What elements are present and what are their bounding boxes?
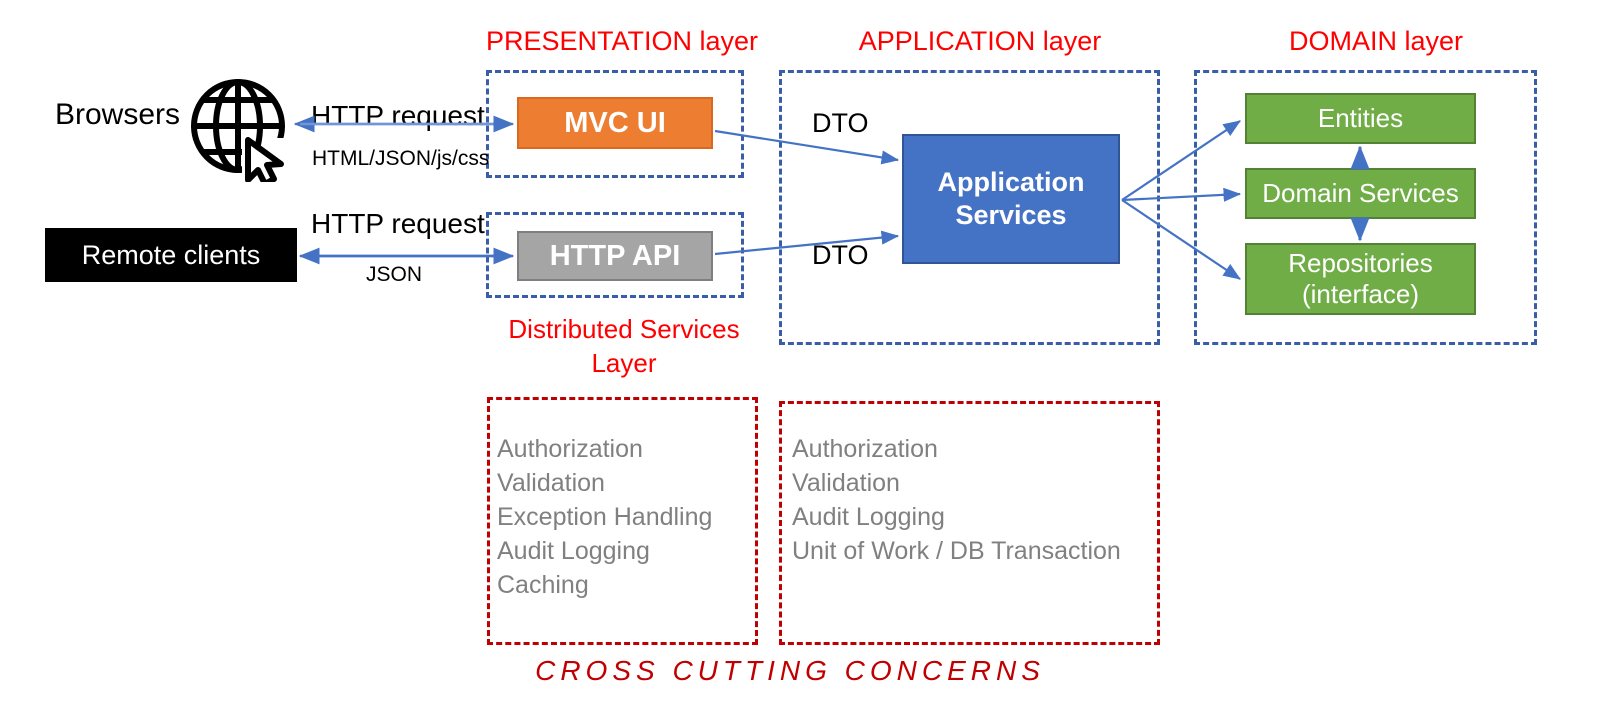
remote-clients-label: Remote clients: [81, 239, 261, 270]
presentation-layer-title: PRESENTATION layer: [486, 26, 759, 56]
remote-clients-box: Remote clients: [45, 228, 297, 282]
browser-http-request-label: HTTP request: [311, 100, 485, 131]
cross-cutting-concerns-caption: CROSS CUTTING CONCERNS: [535, 655, 1045, 686]
application-concerns-list: Authorization Validation Audit Logging U…: [792, 432, 1121, 568]
entities-box[interactable]: Entities: [1245, 93, 1476, 144]
browsers-label: Browsers: [55, 98, 181, 131]
distributed-services-layer-title: Distributed Services Layer: [508, 314, 740, 378]
mvc-ui-label: MVC UI: [564, 106, 666, 139]
application-services-label-line2: Services: [955, 200, 1067, 230]
remote-response-label: JSON: [366, 263, 423, 286]
domain-layer-title: DOMAIN layer: [1288, 26, 1464, 56]
dto-bottom-label: DTO: [812, 240, 869, 270]
browser-response-label: HTML/JSON/js/css: [312, 147, 490, 170]
entities-label: Entities: [1317, 103, 1404, 133]
concern-item: Authorization: [497, 435, 643, 463]
domain-services-box[interactable]: Domain Services: [1245, 168, 1476, 219]
concern-item: Audit Logging: [792, 503, 945, 531]
domain-services-label: Domain Services: [1262, 178, 1459, 208]
distributed-services-concerns-box: [487, 397, 758, 645]
concern-item: Caching: [497, 571, 589, 599]
concern-item: Unit of Work / DB Transaction: [792, 537, 1121, 565]
application-services-label-line1: Application: [937, 167, 1085, 197]
application-services-box[interactable]: Application Services: [902, 134, 1120, 264]
concern-item: Audit Logging: [497, 537, 650, 565]
repositories-label-line2: (interface): [1301, 279, 1420, 309]
concern-item: Authorization: [792, 435, 938, 463]
application-concerns-box: [779, 401, 1160, 645]
repositories-box[interactable]: Repositories (interface): [1245, 243, 1476, 315]
http-api-label: HTTP API: [549, 239, 681, 272]
repositories-label-line1: Repositories: [1288, 248, 1433, 278]
http-api-box[interactable]: HTTP API: [517, 231, 713, 281]
globe-cursor-icon: [186, 72, 296, 187]
dto-top-label: DTO: [812, 108, 869, 138]
concern-item: Exception Handling: [497, 503, 713, 531]
concern-item: Validation: [792, 469, 900, 497]
concern-item: Validation: [497, 469, 605, 497]
distributed-services-concerns-list: Authorization Validation Exception Handl…: [497, 432, 712, 602]
application-layer-title: APPLICATION layer: [858, 26, 1102, 56]
remote-http-request-label: HTTP request: [311, 208, 485, 239]
mvc-ui-box[interactable]: MVC UI: [517, 97, 713, 149]
